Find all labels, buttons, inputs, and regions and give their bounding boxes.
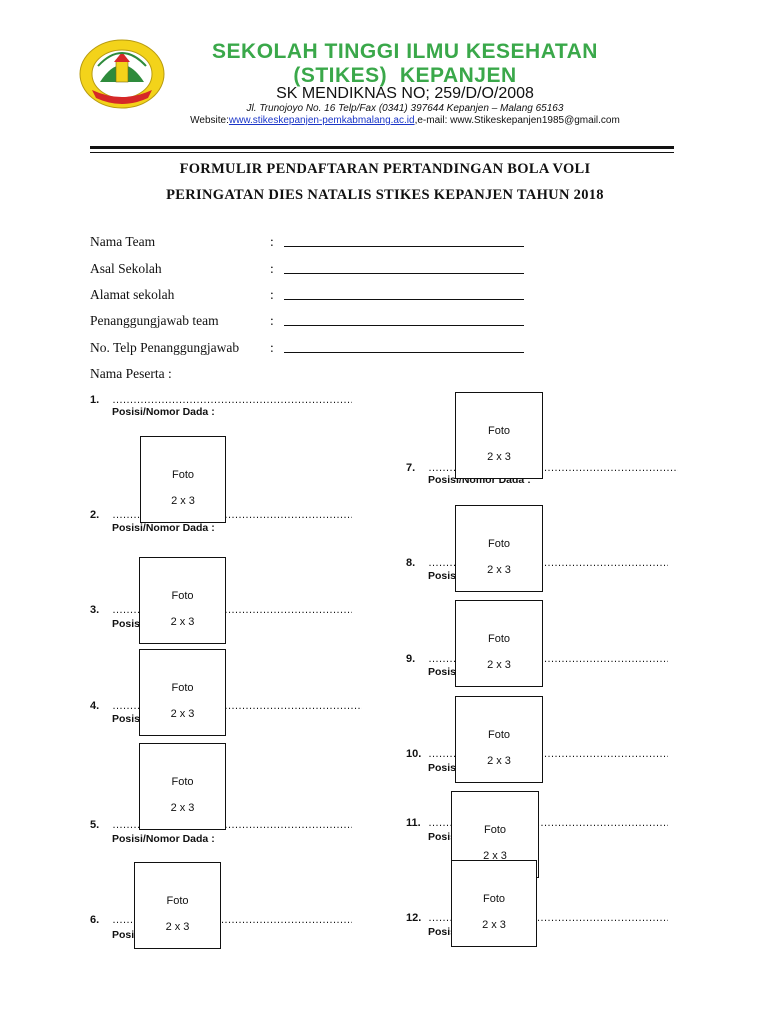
photo-size: 2 x 3 xyxy=(170,802,195,814)
photo-placeholder[interactable]: Foto 2 x 3 xyxy=(139,649,226,736)
participant-name-line[interactable]: ……………………………………………………………………… xyxy=(112,394,352,406)
website-label: Website: xyxy=(190,115,229,126)
field-input-school-origin[interactable] xyxy=(284,273,524,274)
participant-number: 10. xyxy=(406,748,422,760)
photo-label: Foto xyxy=(487,633,510,645)
participant-number: 4. xyxy=(90,700,100,712)
photo-label: Foto xyxy=(166,895,189,907)
photo-size: 2 x 3 xyxy=(487,659,511,671)
participant-position-label: Posisi/Nomor Dada : xyxy=(112,522,215,534)
photo-label: Foto xyxy=(171,469,194,481)
participant-number: 6. xyxy=(90,914,100,926)
photo-placeholder[interactable]: Foto 2 x 3 xyxy=(139,557,226,644)
participant-number: 12. xyxy=(406,912,422,924)
photo-placeholder[interactable]: Foto 2 x 3 xyxy=(455,600,543,687)
participant-number: 7. xyxy=(406,462,416,474)
field-colon: : xyxy=(270,234,274,249)
photo-label: Foto xyxy=(482,893,505,905)
participant-position-label: Posisi/Nomor Dada : xyxy=(112,406,215,418)
photo-size: 2 x 3 xyxy=(171,495,195,507)
photo-size: 2 x 3 xyxy=(170,616,195,628)
photo-placeholder[interactable]: Foto 2 x 3 xyxy=(455,505,543,592)
photo-label: Foto xyxy=(171,682,194,694)
sk-number: SK MENDIKNAS NO; 259/D/O/2008 xyxy=(276,85,534,102)
field-input-team-pic[interactable] xyxy=(284,325,524,326)
photo-label: Foto xyxy=(483,824,506,836)
contact-line: Website:www.stikeskepanjen-pemkabmalang.… xyxy=(140,114,670,127)
photo-label: Foto xyxy=(171,776,194,788)
participant-number: 9. xyxy=(406,653,416,665)
photo-placeholder[interactable]: Foto 2 x 3 xyxy=(455,696,543,783)
photo-label: Foto xyxy=(487,729,510,741)
field-colon: : xyxy=(270,340,274,355)
photo-placeholder[interactable]: Foto 2 x 3 xyxy=(139,743,226,830)
participants-label: Nama Peserta : xyxy=(90,366,172,381)
header-divider-thin xyxy=(90,152,674,153)
field-label-team-pic: Penanggungjawab team xyxy=(90,313,219,328)
field-input-school-address[interactable] xyxy=(284,299,524,300)
photo-size: 2 x 3 xyxy=(487,564,511,576)
form-subtitle: PERINGATAN DIES NATALIS STIKES KEPANJEN … xyxy=(166,187,604,203)
field-label-school-origin: Asal Sekolah xyxy=(90,261,162,276)
photo-placeholder[interactable]: Foto 2 x 3 xyxy=(134,862,221,949)
field-colon: : xyxy=(270,287,274,302)
institution-name: SEKOLAH TINGGI ILMU KESEHATAN xyxy=(212,40,598,63)
participant-number: 1. xyxy=(90,394,100,406)
photo-size: 2 x 3 xyxy=(165,921,190,933)
field-label-school-address: Alamat sekolah xyxy=(90,287,175,302)
field-colon: : xyxy=(270,313,274,328)
participant-number: 2. xyxy=(90,509,100,521)
photo-placeholder[interactable]: Foto 2 x 3 xyxy=(451,860,537,947)
photo-label: Foto xyxy=(487,425,510,437)
photo-placeholder[interactable]: Foto 2 x 3 xyxy=(140,436,226,523)
photo-label: Foto xyxy=(171,590,194,602)
website-link[interactable]: www.stikeskepanjen-pemkabmalang.ac.id xyxy=(228,115,415,126)
participant-number: 11. xyxy=(406,817,421,829)
institution-abbreviation: (STIKES) KEPANJEN xyxy=(293,64,517,87)
photo-size: 2 x 3 xyxy=(170,708,195,720)
field-label-pic-phone: No. Telp Penanggungjawab xyxy=(90,340,240,355)
institution-address: Jl. Trunojoyo No. 16 Telp/Fax (0341) 397… xyxy=(246,103,564,114)
participant-position-label: Posisi/Nomor Dada : xyxy=(112,833,215,845)
photo-size: 2 x 3 xyxy=(483,850,507,862)
photo-size: 2 x 3 xyxy=(487,451,511,463)
header-divider-thick xyxy=(90,146,674,149)
field-input-pic-phone[interactable] xyxy=(284,352,524,353)
participant-number: 3. xyxy=(90,604,100,616)
email-text: ,e-mail: www.Stikeskepanjen1985@gmail.co… xyxy=(414,115,620,126)
participant-number: 8. xyxy=(406,557,416,569)
field-input-team-name[interactable] xyxy=(284,246,524,247)
photo-label: Foto xyxy=(487,538,510,550)
institution-logo-icon xyxy=(78,38,166,112)
photo-size: 2 x 3 xyxy=(487,755,511,767)
field-colon: : xyxy=(270,261,274,276)
photo-placeholder[interactable]: Foto 2 x 3 xyxy=(455,392,543,479)
form-title: FORMULIR PENDAFTARAN PERTANDINGAN BOLA V… xyxy=(179,161,591,177)
field-label-team-name: Nama Team xyxy=(90,234,156,249)
participant-number: 5. xyxy=(90,819,100,831)
photo-size: 2 x 3 xyxy=(482,919,506,931)
